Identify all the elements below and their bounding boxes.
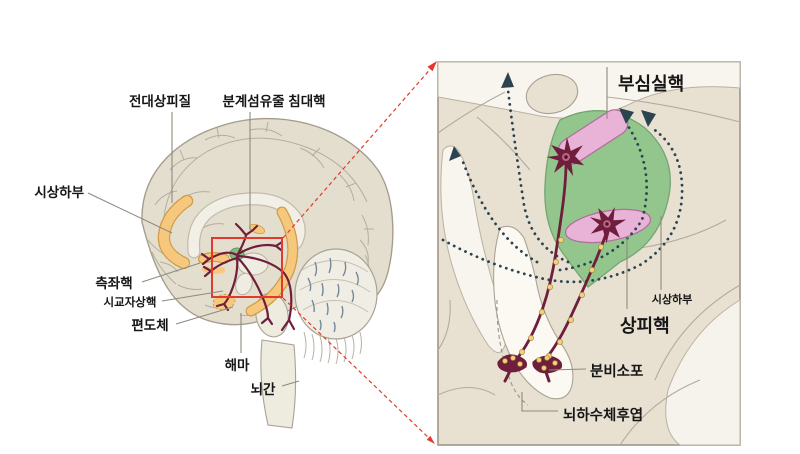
label-bnst: 분계섬유줄 침대핵	[222, 94, 325, 109]
label-hypothalamus: 시상하부	[34, 184, 84, 200]
secretory-vesicle-dots	[502, 237, 604, 371]
medulla-striations	[303, 331, 362, 365]
medulla	[260, 339, 297, 429]
inset-contours	[437, 91, 741, 446]
brain-labels: 전대상피질 분계섬유줄 침대핵 시상하부 측좌핵 시교자상핵 편도체 해마 뇌간	[34, 93, 325, 397]
leader-lines	[87, 67, 662, 412]
inset-magnified-hypothalamus	[437, 61, 741, 446]
neuron-lower	[589, 207, 627, 244]
neurosecretory-axons	[517, 161, 609, 362]
connector-bottom	[282, 297, 432, 441]
label-posterior-pituitary: 뇌하수체후엽	[563, 407, 643, 424]
label-anterior-cingulate: 전대상피질	[129, 93, 191, 109]
bottom-right-white-band	[665, 299, 741, 446]
egg-outline	[525, 73, 579, 115]
label-supraoptic: 상피핵	[620, 316, 670, 336]
neuron-upper	[546, 137, 585, 176]
label-paraventricular: 부심실핵	[618, 74, 684, 94]
brain-sagittal	[141, 117, 394, 429]
arrowhead-mid	[501, 72, 514, 88]
label-amygdala: 편도체	[131, 317, 168, 333]
cerebellum-folia	[299, 260, 371, 313]
label-secretory-vesicle: 분비소포	[590, 363, 643, 380]
callout-connectors	[282, 61, 437, 444]
arrowhead-left	[449, 146, 461, 161]
projection-dotted-arrows	[441, 72, 684, 284]
arrowhead-outer-right	[641, 110, 656, 127]
label-inset-hypothalamus: 시상하부	[652, 292, 692, 306]
ventricle-outline	[235, 272, 253, 296]
connector-arrowhead-bottom	[426, 435, 435, 444]
cingulate-orange	[158, 196, 192, 268]
label-suprachiasmatic: 시교자상핵	[104, 295, 157, 309]
cerebellum-hatching	[307, 257, 359, 333]
label-brainstem: 뇌간	[251, 381, 276, 397]
corpus-callosum	[188, 193, 305, 258]
pituitary-dashed-divider	[496, 299, 529, 406]
cerebellum	[294, 248, 378, 340]
callout-box	[211, 237, 283, 298]
inner-cortex-arc	[162, 137, 368, 229]
connector-top	[282, 65, 434, 239]
label-nucleus-accumbens: 측좌핵	[95, 276, 132, 291]
connector-arrowhead-top	[427, 61, 437, 72]
arrowhead-inner-right	[619, 108, 634, 124]
inset-labels: 부심실핵 시상하부 상피핵 분비소포 뇌하수체후엽	[563, 74, 692, 424]
label-hippocampus: 해마	[225, 357, 250, 373]
